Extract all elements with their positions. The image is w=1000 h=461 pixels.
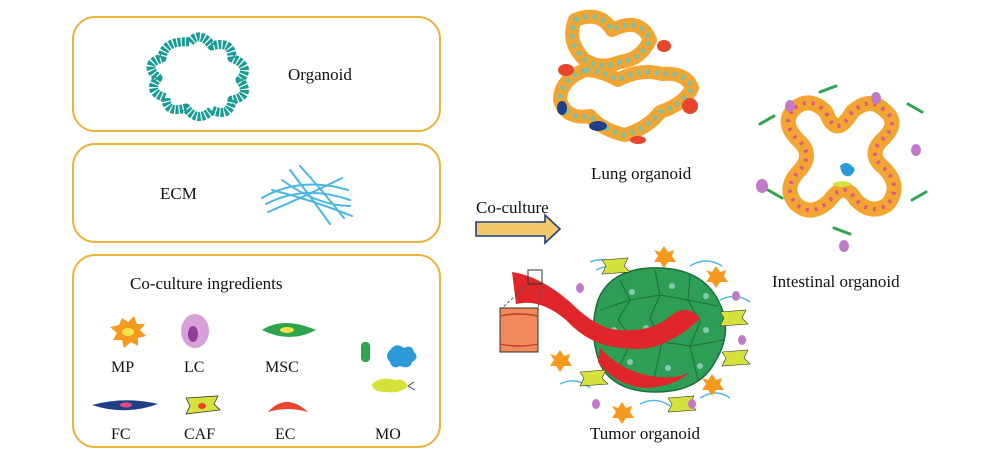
- tumor-organoid-label: Tumor organoid: [590, 424, 701, 443]
- organoid-label: Organoid: [288, 65, 352, 84]
- ingredients-box: Co-culture ingredients MP LC MSC FC CAF …: [72, 254, 441, 448]
- caf-label: CAF: [184, 426, 215, 443]
- intestinal-organoid-label: Intestinal organoid: [772, 272, 900, 291]
- blood-vessel: [512, 272, 700, 349]
- intestinal-organoid-figure: [756, 84, 928, 252]
- mp-label: MP: [111, 359, 134, 376]
- mo-amoeba-icon: [387, 345, 417, 368]
- arrow-shape: [475, 213, 562, 245]
- fc-label: FC: [111, 426, 131, 443]
- ecm-label: ECM: [160, 184, 197, 203]
- mo-label: MO: [375, 426, 401, 443]
- mo-worm-icon: [372, 378, 408, 393]
- mo-rod-icon: [361, 342, 370, 362]
- ecm-fiber-icon: [261, 165, 353, 225]
- ingredients-title: Co-culture ingredients: [130, 274, 283, 293]
- lc-label: LC: [184, 359, 204, 376]
- arrow-label: Co-culture: [476, 198, 549, 217]
- ec-label: EC: [275, 426, 295, 443]
- tumor-organoid-figure: [499, 246, 751, 424]
- organoid-box: Organoid: [72, 16, 441, 132]
- lung-organoid-figure: [553, 9, 699, 144]
- ec-cell-icon: [268, 402, 308, 412]
- ecm-box: ECM: [72, 143, 441, 243]
- co-culture-arrow: Co-culture: [475, 198, 562, 245]
- msc-label: MSC: [265, 359, 299, 376]
- organoid-ring-icon: [146, 32, 249, 121]
- lung-organoid-label: Lung organoid: [591, 164, 692, 183]
